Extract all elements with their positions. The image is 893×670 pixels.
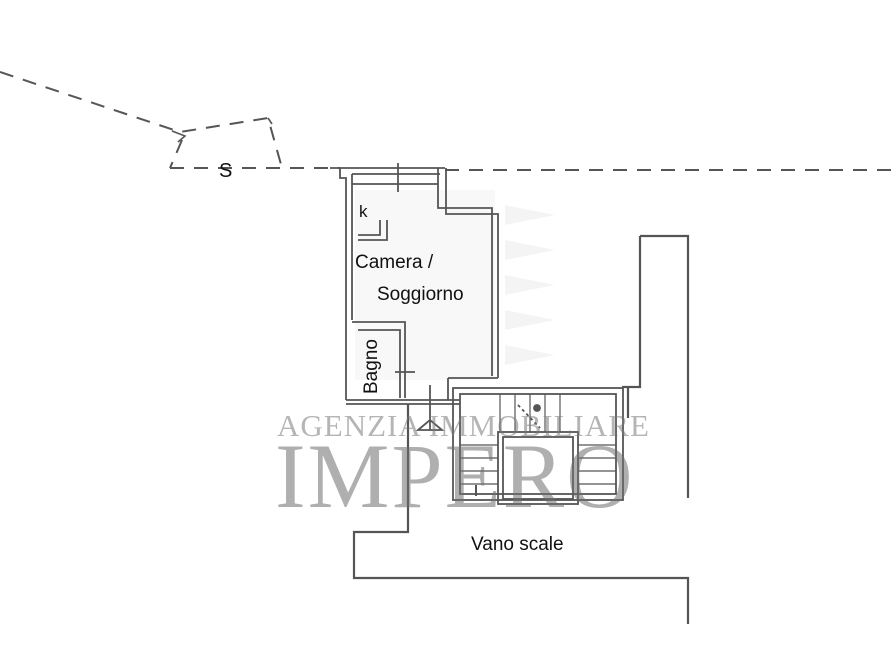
kitchen-marker-label: k <box>359 202 368 221</box>
room-label-vano-scale: Vano scale <box>471 534 564 555</box>
building-walls <box>352 234 690 624</box>
stairwell <box>452 387 624 505</box>
apartment-walls <box>330 163 499 431</box>
watermark-agency-line: AGENZIA IMMOBILIARE <box>277 408 650 443</box>
watermark-brand-name: IMPERO <box>275 425 635 527</box>
property-boundary-dashed <box>0 71 893 171</box>
room-label-bagno: Bagno <box>361 339 382 394</box>
room-label-soggiorno: Soggiorno <box>377 284 464 305</box>
watermark-wedges <box>505 205 555 365</box>
section-marker-label: S <box>219 160 233 182</box>
room-label-camera: Camera / <box>355 252 434 273</box>
